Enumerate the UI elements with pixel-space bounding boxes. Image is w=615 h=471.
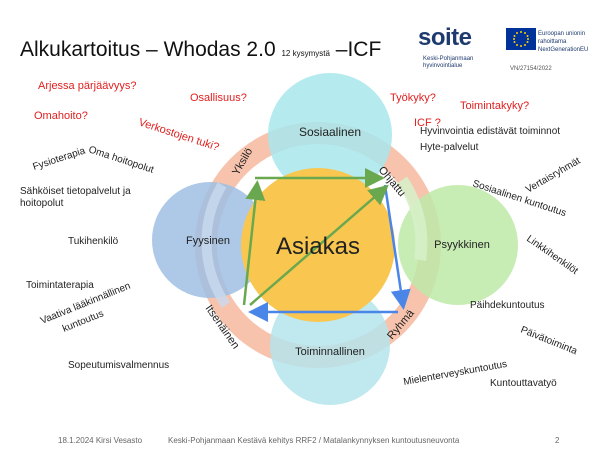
social-circle	[268, 73, 392, 197]
title-tail: –ICF	[335, 38, 382, 61]
green-arrow-left	[242, 180, 266, 306]
eu-funding-text: Euroopan unionin rahoittama NextGenerati…	[538, 31, 589, 53]
footer-date-author: 18.1.2024 Kirsi Vesasto	[58, 436, 143, 445]
footer-page-number: 2	[555, 436, 560, 445]
service-day-activity: Päivätoiminta	[519, 325, 579, 358]
question-everyday-coping: Arjessa pärjäävyys?	[38, 80, 137, 92]
soite-logo: soite	[418, 24, 472, 51]
psychological-circle	[398, 185, 518, 305]
label-social: Sosiaalinen	[299, 125, 361, 139]
label-physical: Fyysinen	[186, 235, 230, 247]
question-work-ability: Työkyky?	[390, 92, 436, 104]
label-psychological: Psyykkinen	[434, 239, 490, 251]
vn-code: VN/27154/2022	[510, 66, 552, 72]
green-arrow-diagonal	[249, 184, 389, 306]
title-main: Alkukartoitus – Whodas 2.0	[20, 38, 276, 61]
slide-title: Alkukartoitus – Whodas 2.0 12 kysymystä …	[20, 38, 381, 62]
service-substance-rehab: Päihdekuntoutus	[470, 300, 545, 311]
service-physiotherapy: Fysioterapia	[32, 145, 88, 172]
service-support-person: Tukihenkilö	[68, 236, 119, 247]
service-occupational-therapy: Toimintaterapia	[26, 280, 94, 291]
service-rehab-work: Kuntouttavatyö	[490, 378, 557, 389]
service-own-care-paths: Oma hoitopolut	[87, 144, 155, 175]
footer-project: Keski-Pohjanmaan Kestävä kehitys RRF2 / …	[168, 436, 460, 445]
service-link-persons: Linkkihenkilöt	[524, 233, 580, 277]
label-customer: Asiakas	[276, 233, 360, 260]
service-wellbeing-activities: Hyvinvointia edistävät toiminnot	[420, 126, 561, 137]
title-small: 12 kysymystä	[281, 49, 330, 58]
service-peer-groups: Vertaisryhmät	[524, 155, 583, 195]
question-icf: ICF ?	[414, 117, 441, 129]
label-functional: Toiminnallinen	[295, 346, 365, 358]
service-adaptation-training: Sopeutumisvalmennus	[68, 360, 170, 371]
service-hyte: Hyte-palvelut	[420, 142, 479, 153]
question-network-support: Verkostojen tuki?	[137, 116, 220, 153]
question-self-care: Omahoito?	[34, 110, 88, 122]
question-functional-ability: Toimintakyky?	[460, 100, 530, 112]
question-participation: Osallisuus?	[190, 92, 247, 104]
soite-logo-subtitle: Keski-Pohjanmaan hyvinvointialue	[423, 56, 474, 69]
